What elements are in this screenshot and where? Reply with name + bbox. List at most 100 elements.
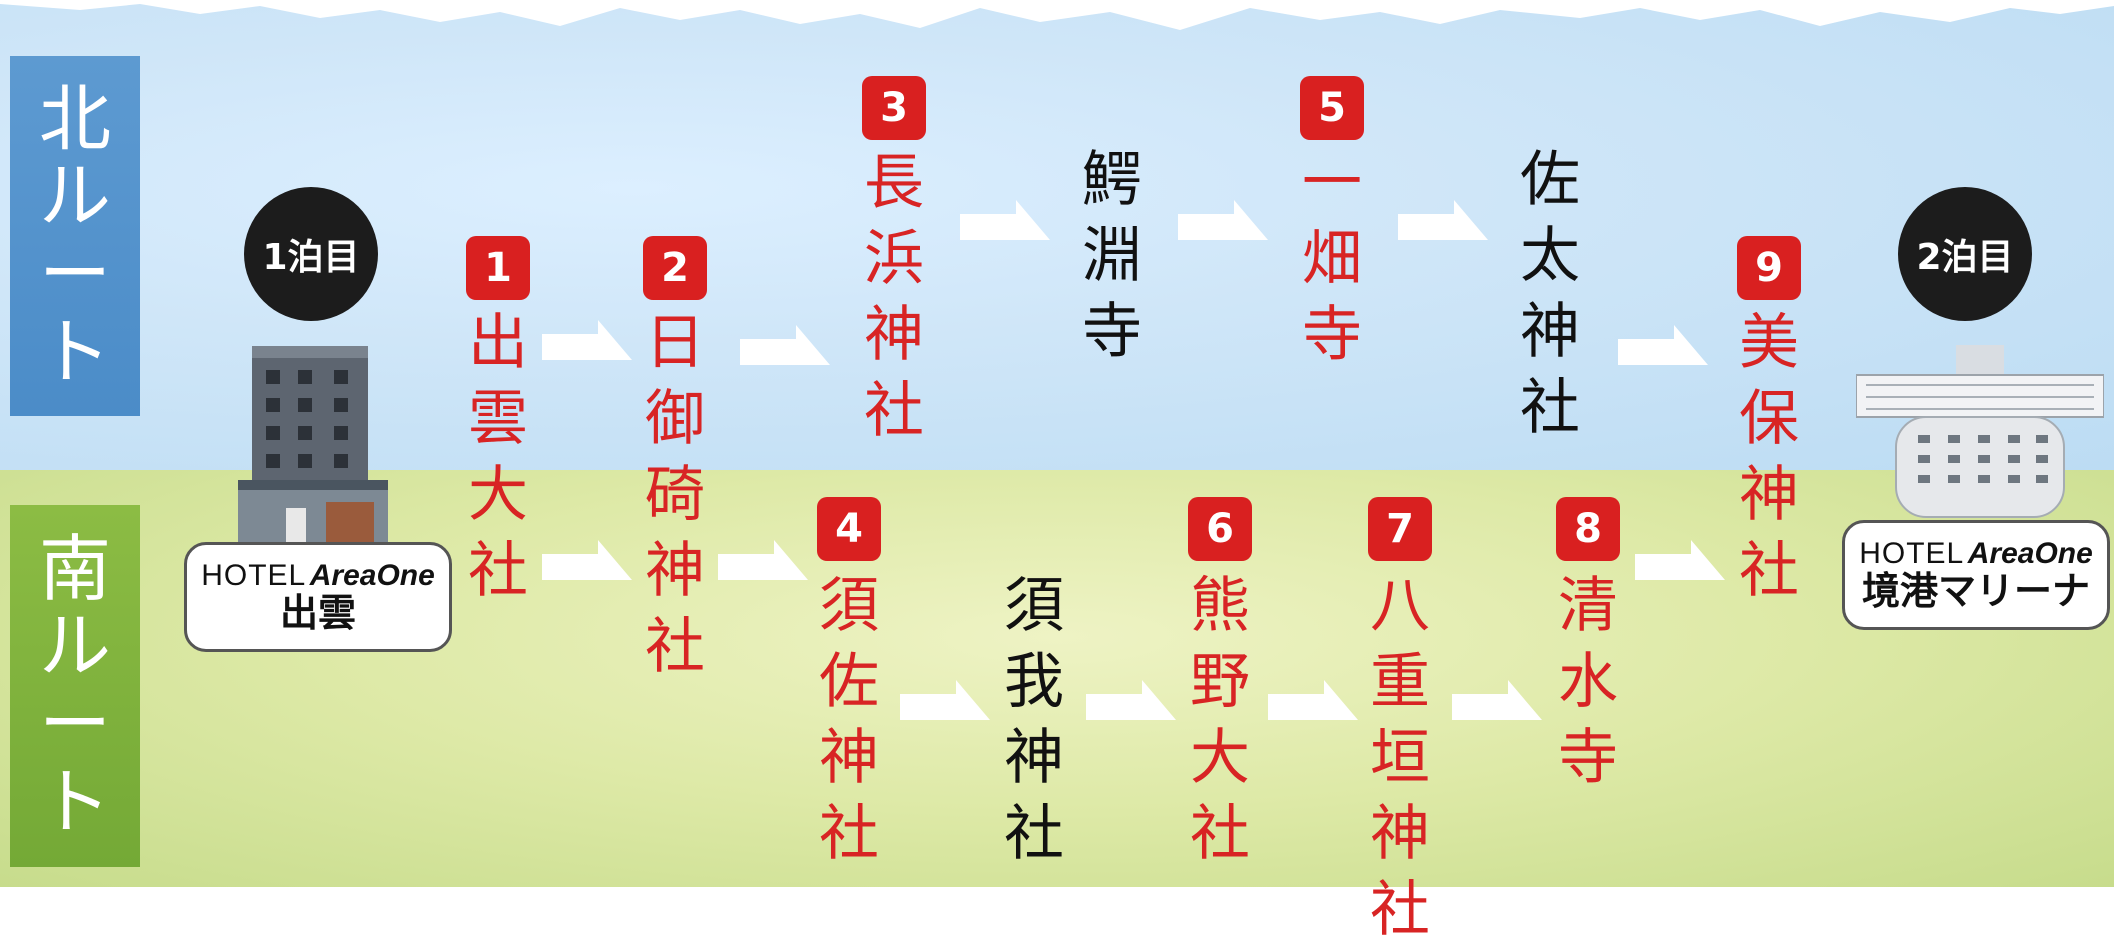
stop-number-badge: 4 [817, 497, 881, 561]
stop-char: 神 [1520, 297, 1580, 367]
hotel-sakaiminato-card: HOTEL AreaOne 境港マリーナ [1842, 520, 2110, 630]
stop-char: 寺 [1558, 723, 1618, 793]
stop-number-badge: 3 [862, 76, 926, 140]
stop-char: 佐 [819, 647, 879, 717]
hotel-sakaiminato-building-icon [1856, 345, 2104, 518]
stop-kiyomizudera: 清 水 寺 [1558, 568, 1618, 796]
stop-number-badge: 2 [643, 236, 707, 300]
route-arrow-icon [542, 540, 632, 580]
stop-char: 淵 [1082, 221, 1142, 291]
hotel-izumo-building-icon [238, 346, 388, 545]
stop-nagahama-jinja: 長 浜 神 社 [864, 145, 924, 449]
stop-char: 一 [1302, 148, 1362, 218]
stop-char: 大 [468, 460, 528, 530]
north-route-char: ー [38, 232, 111, 316]
stop-char: 我 [1004, 647, 1064, 717]
stop-char: 垣 [1370, 723, 1430, 793]
stop-char: 神 [645, 536, 705, 606]
stop-susa-jinja: 須 佐 神 社 [819, 568, 879, 872]
stop-char: 日 [645, 308, 705, 378]
stop-char: 神 [1370, 799, 1430, 869]
route-arrow-icon [542, 320, 632, 360]
hotel-brand-prefix: HOTEL [1859, 537, 1965, 571]
stop-char: 鰐 [1082, 145, 1142, 215]
stop-char: 寺 [1302, 300, 1362, 370]
hotel-izumo-card: HOTEL AreaOne 出雲 [184, 542, 452, 652]
stop-gakuenji: 鰐 淵 寺 [1082, 142, 1142, 370]
stop-izumo-taisha: 出 雲 大 社 [468, 305, 528, 609]
stop-char: 御 [645, 384, 705, 454]
south-route-char: ー [38, 682, 111, 766]
stop-char: 雲 [468, 384, 528, 454]
stop-char: 寺 [1082, 297, 1142, 367]
stop-ichibataji: 一 畑 寺 [1302, 145, 1362, 373]
route-arrow-icon [900, 680, 990, 720]
stop-char: 熊 [1190, 571, 1250, 641]
stop-char: 水 [1558, 647, 1618, 717]
first-night-badge: 1泊目 [244, 187, 378, 321]
stop-number-badge: 7 [1368, 497, 1432, 561]
north-route-char: ル [38, 154, 111, 239]
stop-number-badge: 6 [1188, 497, 1252, 561]
route-arrow-icon [1268, 680, 1358, 720]
stop-number-badge: 1 [466, 236, 530, 300]
hotel-name: 出雲 [279, 591, 356, 636]
stop-char: 神 [1739, 460, 1799, 530]
stop-char: 長 [864, 148, 924, 218]
hotel-name: 境港マリーナ [1861, 569, 2090, 614]
north-route-char: 北 [38, 76, 111, 161]
route-arrow-icon [1618, 325, 1708, 365]
stop-char: 美 [1739, 308, 1799, 378]
stop-char: 大 [1190, 723, 1250, 793]
south-route-char: 南 [38, 526, 111, 611]
stop-number-badge: 5 [1300, 76, 1364, 140]
stop-yaegaki-jinja: 八 重 垣 神 社 [1370, 568, 1430, 948]
route-arrow-icon [718, 540, 808, 580]
stop-char: 重 [1370, 647, 1430, 717]
stop-char: 社 [645, 612, 705, 682]
stop-char: 八 [1370, 571, 1430, 641]
route-arrow-icon [1086, 680, 1176, 720]
south-route-char: ト [38, 759, 111, 844]
route-arrow-icon [1178, 200, 1268, 240]
north-route-char: ト [38, 309, 111, 394]
hotel-brand-prefix: HOTEL [201, 559, 307, 593]
stop-char: 社 [864, 376, 924, 446]
stop-char: 社 [1370, 875, 1430, 945]
route-arrow-icon [1635, 540, 1725, 580]
stop-number-badge: 9 [1737, 236, 1801, 300]
route-arrow-icon [960, 200, 1050, 240]
stop-number-badge: 8 [1556, 497, 1620, 561]
stop-char: 碕 [645, 460, 705, 530]
hotel-brand-name: AreaOne [1967, 537, 2093, 571]
stop-char: 野 [1190, 647, 1250, 717]
route-arrow-icon [740, 325, 830, 365]
stop-char: 神 [1004, 723, 1064, 793]
second-night-badge: 2泊目 [1898, 187, 2032, 321]
hotel-brand-name: AreaOne [309, 559, 435, 593]
torn-paper-edge [0, 0, 2114, 30]
stop-char: 須 [1004, 571, 1064, 641]
stop-char: 畑 [1302, 224, 1362, 294]
route-arrow-icon [1398, 200, 1488, 240]
stop-char: 太 [1520, 221, 1580, 291]
stop-char: 社 [1190, 799, 1250, 869]
stop-char: 神 [864, 300, 924, 370]
hotel-brand: HOTEL AreaOne [1859, 537, 2093, 571]
stop-kumano-taisha: 熊 野 大 社 [1190, 568, 1250, 872]
south-route-char: ル [38, 604, 111, 689]
stop-char: 須 [819, 571, 879, 641]
stop-char: 佐 [1520, 145, 1580, 215]
south-route-tab: 南 ル ー ト [10, 505, 140, 867]
stop-char: 保 [1739, 384, 1799, 454]
stop-char: 清 [1558, 571, 1618, 641]
north-route-tab: 北 ル ー ト [10, 56, 140, 416]
stop-char: 社 [1739, 536, 1799, 606]
hotel-brand: HOTEL AreaOne [201, 559, 435, 593]
stop-hinomisaki-jinja: 日 御 碕 神 社 [645, 305, 705, 685]
stop-char: 神 [819, 723, 879, 793]
stop-char: 社 [1004, 799, 1064, 869]
stop-char: 出 [468, 308, 528, 378]
stop-char: 社 [468, 536, 528, 606]
stop-char: 浜 [864, 224, 924, 294]
